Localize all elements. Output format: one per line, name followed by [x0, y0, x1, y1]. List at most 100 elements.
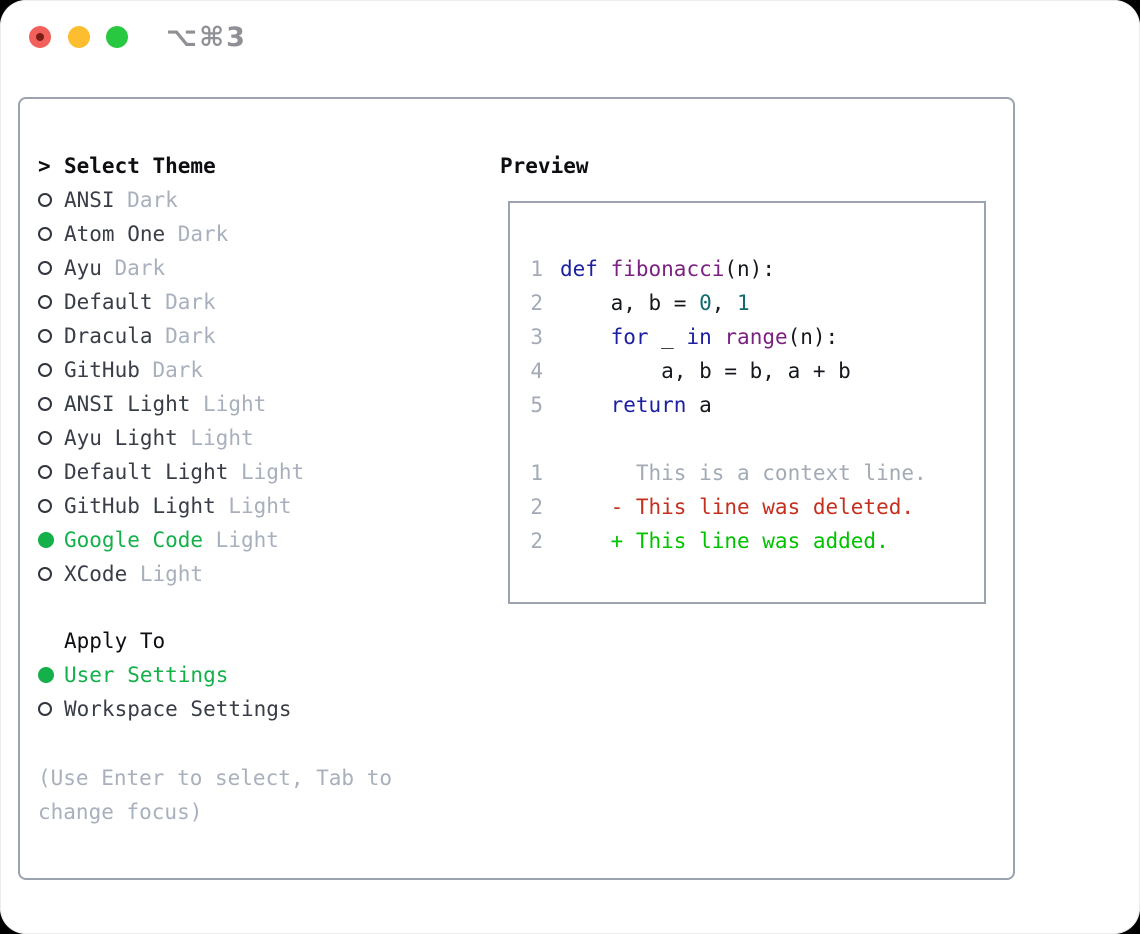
radio-unselected-icon: [38, 431, 52, 445]
radio-unselected-icon: [38, 193, 52, 207]
diff-text: This is a context line.: [560, 461, 927, 485]
theme-name: Default: [64, 290, 153, 314]
theme-variant: Dark: [165, 324, 216, 348]
code-token: for: [610, 325, 649, 349]
radio-unselected-icon: [38, 465, 52, 479]
code-line: 5 return a: [530, 388, 984, 422]
line-number: 3: [530, 325, 543, 349]
theme-variant: Dark: [152, 358, 204, 382]
theme-variant: Light: [240, 460, 305, 484]
zoom-button[interactable]: [106, 26, 128, 48]
apply-to-option[interactable]: Workspace Settings: [38, 692, 292, 726]
minimize-button[interactable]: [68, 26, 90, 48]
apply-to-header-row: Apply To: [38, 624, 292, 658]
theme-variant: Light: [190, 426, 254, 450]
code-token: ,: [711, 291, 738, 315]
theme-name: ANSI Light: [64, 392, 191, 416]
code-token: range: [724, 325, 788, 349]
radio-unselected-icon: [38, 329, 52, 343]
code-token: return: [610, 393, 687, 417]
radio-column: [38, 295, 64, 309]
theme-name: GitHub Light: [64, 494, 216, 518]
theme-list-header-row: > Select Theme: [38, 149, 304, 183]
radio-unselected-icon: [38, 499, 52, 513]
radio-selected-icon: [38, 667, 54, 683]
code-line: 4 a, b = b, a + b: [530, 354, 984, 388]
line-number: 5: [530, 393, 543, 417]
code-token: (n):: [724, 257, 775, 281]
diff-line-deleted: 2 - This line was deleted.: [530, 490, 984, 524]
theme-option[interactable]: Default Dark: [38, 285, 304, 319]
theme-name: Ayu Light: [64, 426, 178, 450]
line-number: 4: [530, 359, 543, 383]
code-token: (n):: [787, 325, 839, 349]
theme-option[interactable]: Default Light Light: [38, 455, 304, 489]
radio-unselected-icon: [38, 295, 52, 309]
code-token: 1: [737, 291, 750, 315]
line-number: 1: [530, 461, 543, 485]
theme-option[interactable]: Ayu Light Light: [38, 421, 304, 455]
theme-name: XCode: [64, 562, 128, 586]
theme-variant: Dark: [114, 256, 166, 280]
line-number: 2: [530, 495, 543, 519]
code-content: for _ in range(n):: [560, 325, 839, 349]
radio-column: [38, 667, 64, 683]
blank-line: [530, 422, 984, 456]
theme-variant: Dark: [177, 222, 229, 246]
apply-to-option[interactable]: User Settings: [38, 658, 292, 692]
diff-text: + This line was added.: [560, 529, 889, 553]
theme-variant: Light: [203, 392, 267, 416]
radio-unselected-icon: [38, 363, 52, 377]
radio-unselected-icon: [38, 397, 52, 411]
diff-line-context: 1 This is a context line.: [530, 456, 984, 490]
preview-header-row: Preview: [500, 149, 589, 183]
radio-column: [38, 363, 64, 377]
radio-column: [38, 329, 64, 343]
radio-unselected-icon: [38, 567, 52, 581]
radio-column: [38, 567, 64, 581]
radio-column: [38, 499, 64, 513]
code-content: return a: [560, 393, 712, 417]
preview-title: Preview: [500, 154, 589, 178]
radio-unselected-icon: [38, 227, 52, 241]
radio-unselected-icon: [38, 261, 52, 275]
code-token: in: [686, 325, 712, 349]
code-token: a, b =: [560, 291, 700, 315]
line-number: 2: [530, 529, 543, 553]
radio-selected-icon: [38, 532, 54, 548]
theme-variant: Light: [139, 562, 204, 586]
code-token: a, b = b, a + b: [560, 359, 851, 383]
theme-name: Atom One: [64, 222, 166, 246]
theme-list-title: Select Theme: [64, 154, 216, 178]
code-line: 3 for _ in range(n):: [530, 320, 984, 354]
code-token: _: [648, 325, 687, 349]
close-button[interactable]: [29, 26, 51, 48]
theme-name: Default Light: [64, 460, 229, 484]
apply-to-label: Workspace Settings: [64, 697, 292, 721]
theme-option[interactable]: Atom One Dark: [38, 217, 304, 251]
window-title: ⌥⌘3: [166, 22, 247, 53]
code-token: [560, 325, 611, 349]
theme-option[interactable]: XCode Light: [38, 557, 304, 591]
line-number: 2: [530, 291, 543, 315]
theme-variant: Dark: [165, 290, 216, 314]
theme-option[interactable]: ANSI Light Light: [38, 387, 304, 421]
radio-column: [38, 532, 64, 548]
title-bar: ⌥⌘3: [0, 0, 1140, 75]
theme-name: Google Code: [64, 528, 204, 552]
theme-variant: Dark: [127, 188, 178, 212]
apply-to-label: User Settings: [64, 663, 229, 687]
code-content: a, b = b, a + b: [560, 359, 851, 383]
